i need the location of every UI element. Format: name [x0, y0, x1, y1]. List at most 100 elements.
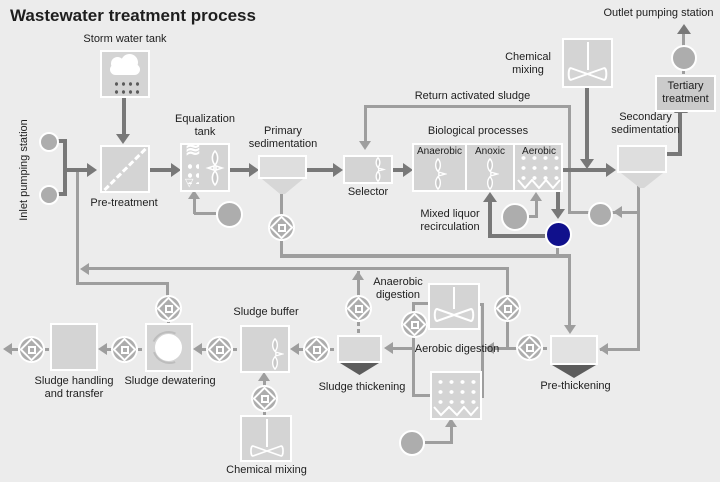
pipe-blower-bio: [535, 198, 538, 217]
tank-equalization[interactable]: ≋ ▽: [180, 140, 230, 192]
chemical-mixing-top-label: Chemical mixing: [505, 51, 551, 76]
tank-divider: [513, 145, 515, 190]
equalization-blower-icon[interactable]: [216, 201, 243, 228]
pipe-digester-riser: [506, 267, 509, 296]
pipe-primary-sludge: [280, 194, 283, 215]
sludge-buffer-label: Sludge buffer: [233, 306, 299, 318]
pipe-surplus-stub: [556, 248, 559, 255]
equalization-tank-label: Equalization tank: [175, 113, 235, 138]
pipe-dashed: [45, 348, 50, 351]
outlet-pumping-station-label: Outlet pumping station: [603, 7, 714, 19]
tank-chemical-mixing-top[interactable]: [562, 38, 613, 88]
centrifuge-icon: [155, 334, 182, 361]
pre-thickening-label: Pre-thickening: [540, 380, 611, 392]
thickened-sludge-pump-icon[interactable]: [303, 336, 330, 363]
ras-pump-icon[interactable]: [588, 202, 613, 227]
inlet-pump-icon[interactable]: [39, 132, 59, 152]
arrowhead: [564, 325, 576, 334]
tank-storm-water[interactable]: [100, 50, 150, 98]
pipe-was: [600, 348, 637, 351]
pipe-flow: [150, 168, 174, 172]
tank-primary-sedimentation[interactable]: [258, 155, 307, 179]
tank-chemical-mixing-bottom[interactable]: [240, 415, 292, 462]
screen-icon: [103, 147, 147, 192]
arrowhead: [580, 159, 594, 169]
chemical-dosing-pump-icon[interactable]: [251, 385, 278, 412]
box-tertiary-treatment[interactable]: Tertiary treatment: [655, 75, 716, 112]
pre-treatment-label: Pre-treatment: [90, 197, 158, 209]
pipe-digester-feed: [493, 347, 517, 350]
primary-sedimentation-label: Primary sedimentation: [248, 125, 318, 150]
pipe-blower-eq: [194, 212, 216, 215]
pipe-flow: [393, 168, 406, 172]
anoxic-label: Anoxic: [474, 146, 505, 157]
mixer-icon: [434, 158, 447, 190]
pipe-inlet: [57, 192, 65, 196]
digester-feed-pump-icon[interactable]: [516, 334, 543, 361]
tank-secondary-sedimentation[interactable]: [617, 145, 667, 173]
tank-pre-thickening[interactable]: [550, 335, 598, 365]
mlr-pump-icon-selected[interactable]: [545, 221, 572, 248]
sludge-handling-label: Sludge handling and transfer: [34, 375, 114, 400]
supernatant-pump-icon[interactable]: [345, 295, 372, 322]
pipe-blower-bio: [529, 215, 538, 218]
waves-icon: ≋: [185, 140, 201, 161]
transfer-pump-icon[interactable]: [18, 336, 45, 363]
tank-sludge-handling[interactable]: [50, 323, 98, 371]
sludge-dewatering-label: Sludge dewatering: [124, 375, 216, 387]
pipe-supernatant: [357, 271, 360, 296]
buffer-outlet-pump-icon[interactable]: [206, 336, 233, 363]
primary-sludge-pump-icon[interactable]: [268, 214, 295, 241]
arrowhead: [384, 342, 393, 354]
anaerobic-label: Anaerobic: [416, 146, 463, 157]
pipe-effluent: [678, 112, 682, 154]
pipe-dashed: [330, 348, 337, 351]
filtrate-pump-icon[interactable]: [155, 295, 182, 322]
tank-aerobic-digestion[interactable]: [430, 371, 482, 420]
arrowhead: [530, 192, 542, 201]
pipe-sludge-to-prethickening: [568, 254, 571, 325]
pipe-dashed: [682, 70, 685, 76]
pipe-flow: [563, 168, 609, 172]
arrowhead: [613, 206, 622, 218]
pipe-blower-aerdig: [450, 424, 453, 443]
aeration-bubbles-icon: [435, 377, 479, 406]
pipe-dashed: [233, 348, 240, 351]
arrowhead: [258, 372, 270, 381]
tank-sludge-thickening[interactable]: [337, 335, 382, 363]
tank-sludge-buffer[interactable]: [240, 325, 290, 373]
pipe-dashed: [167, 320, 170, 325]
digestion-blower-icon[interactable]: [399, 430, 425, 456]
arrowhead: [249, 163, 259, 177]
inlet-pump-icon[interactable]: [39, 185, 59, 205]
pipe-inlet: [63, 139, 67, 196]
aeration-blower-icon[interactable]: [501, 203, 529, 231]
dewatered-sludge-pump-icon[interactable]: [111, 336, 138, 363]
mixed-liquor-recirculation-label: Mixed liquor recirculation: [420, 208, 480, 233]
arrowhead: [3, 343, 12, 355]
thickener-cone: [340, 363, 379, 375]
tank-sludge-dewatering[interactable]: [145, 323, 193, 372]
pipe-dashed: [543, 347, 551, 350]
storm-water-tank-label: Storm water tank: [83, 33, 167, 45]
tank-pre-treatment[interactable]: [100, 145, 150, 193]
thickener-cone: [552, 365, 596, 378]
pipe-outlet: [682, 32, 685, 46]
pipe-primary-sludge: [280, 241, 283, 255]
mixer-icon: [271, 338, 284, 370]
pipe-headworks-return: [76, 170, 79, 284]
pipe-chemical-feed: [585, 88, 589, 160]
tank-selector[interactable]: [343, 155, 393, 184]
digestion-loop-pump-icon[interactable]: [401, 311, 428, 338]
arrowhead: [599, 343, 608, 355]
pipe-inlet: [57, 139, 65, 143]
biological-processes-label: Biological processes: [427, 125, 529, 137]
pipe-digestion-loop: [412, 302, 429, 305]
mixer-icon: [567, 67, 608, 81]
pipe-sludge-chain: [296, 348, 304, 351]
digester-return-pump-icon[interactable]: [494, 295, 521, 322]
outlet-pump-icon[interactable]: [671, 45, 697, 71]
pipe-sludge-chain: [10, 348, 18, 351]
tank-anaerobic-digestion[interactable]: [428, 283, 480, 330]
